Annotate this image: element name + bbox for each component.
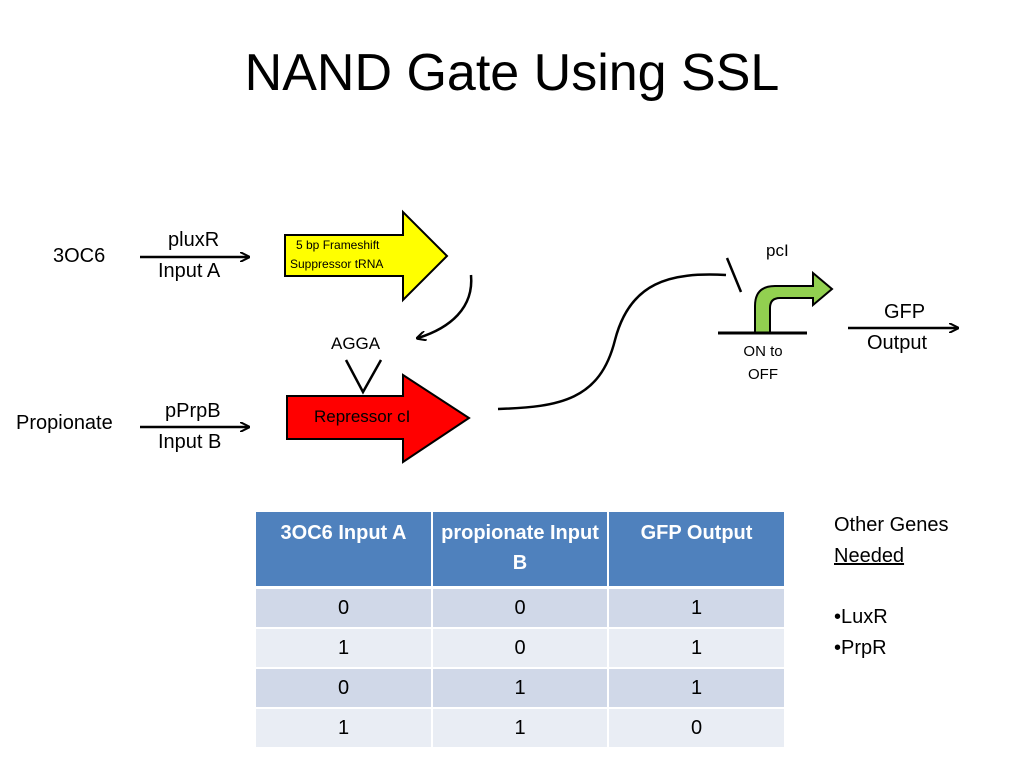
trna-gene-label-line2: Suppressor tRNA <box>290 257 384 271</box>
table-cell: 1 <box>608 628 784 669</box>
codon-marker <box>344 359 383 395</box>
table-row: 0 0 1 <box>256 587 784 629</box>
input-a-signal: 3OC6 <box>53 245 106 267</box>
repressor-gene-arrow <box>286 373 471 464</box>
input-a-label: Input A <box>158 260 221 282</box>
table-row: 1 0 1 <box>256 628 784 669</box>
input-b-promoter: pPrpB <box>165 400 221 422</box>
input-b-signal: Propionate <box>16 412 113 434</box>
table-row: 1 1 0 <box>256 708 784 749</box>
codon-label: AGGA <box>331 334 381 353</box>
table-cell: 1 <box>256 708 433 749</box>
header-input-b: propionate Input B <box>432 512 609 589</box>
pci-promoter-arrow <box>754 270 834 334</box>
repression-line <box>497 273 727 411</box>
trna-to-codon-arrow <box>418 274 473 338</box>
input-b-label: Input B <box>158 431 222 453</box>
table-cell: 0 <box>256 587 433 629</box>
table-cell: 0 <box>432 628 609 669</box>
truth-table: 3OC6 Input A propionate Input B GFP Outp… <box>256 512 784 749</box>
repressor-gene-label: Repressor cI <box>314 407 411 426</box>
table-cell: 0 <box>608 708 784 749</box>
table-cell: 0 <box>256 668 433 709</box>
input-a-promoter: pluxR <box>168 229 220 251</box>
table-cell: 1 <box>608 587 784 629</box>
slide-title: NAND Gate Using SSL <box>244 44 780 102</box>
table-row: 0 1 1 <box>256 668 784 709</box>
other-genes-needed: Needed <box>834 545 905 567</box>
other-genes-heading: Other Genes <box>834 514 949 536</box>
genetic-circuit-diagram <box>140 209 1024 464</box>
other-genes-list: •LuxR •PrpR <box>834 602 949 664</box>
other-genes-note: Other Genes Needed •LuxR •PrpR <box>834 510 949 664</box>
output-label-line1: GFP <box>884 301 926 323</box>
list-item: •PrpR <box>834 637 887 659</box>
table-cell: 1 <box>608 668 784 709</box>
repression-bar <box>725 257 743 293</box>
list-item: •LuxR <box>834 606 888 628</box>
table-cell: 1 <box>432 708 609 749</box>
header-gfp-output: GFP Output <box>608 512 784 589</box>
pci-state-line1: ON to <box>743 343 783 360</box>
table-cell: 1 <box>256 628 433 669</box>
pci-promoter-label: pcI <box>766 241 789 260</box>
output-label-line2: Output <box>867 332 928 354</box>
table-cell: 1 <box>432 668 609 709</box>
trna-gene-label-line1: 5 bp Frameshift <box>296 238 380 252</box>
header-input-a: 3OC6 Input A <box>256 512 433 589</box>
table-cell: 0 <box>432 587 609 629</box>
truth-table-header-row: 3OC6 Input A propionate Input B GFP Outp… <box>256 512 784 589</box>
pci-state-line2: OFF <box>748 366 778 383</box>
trna-gene-arrow <box>284 209 449 303</box>
